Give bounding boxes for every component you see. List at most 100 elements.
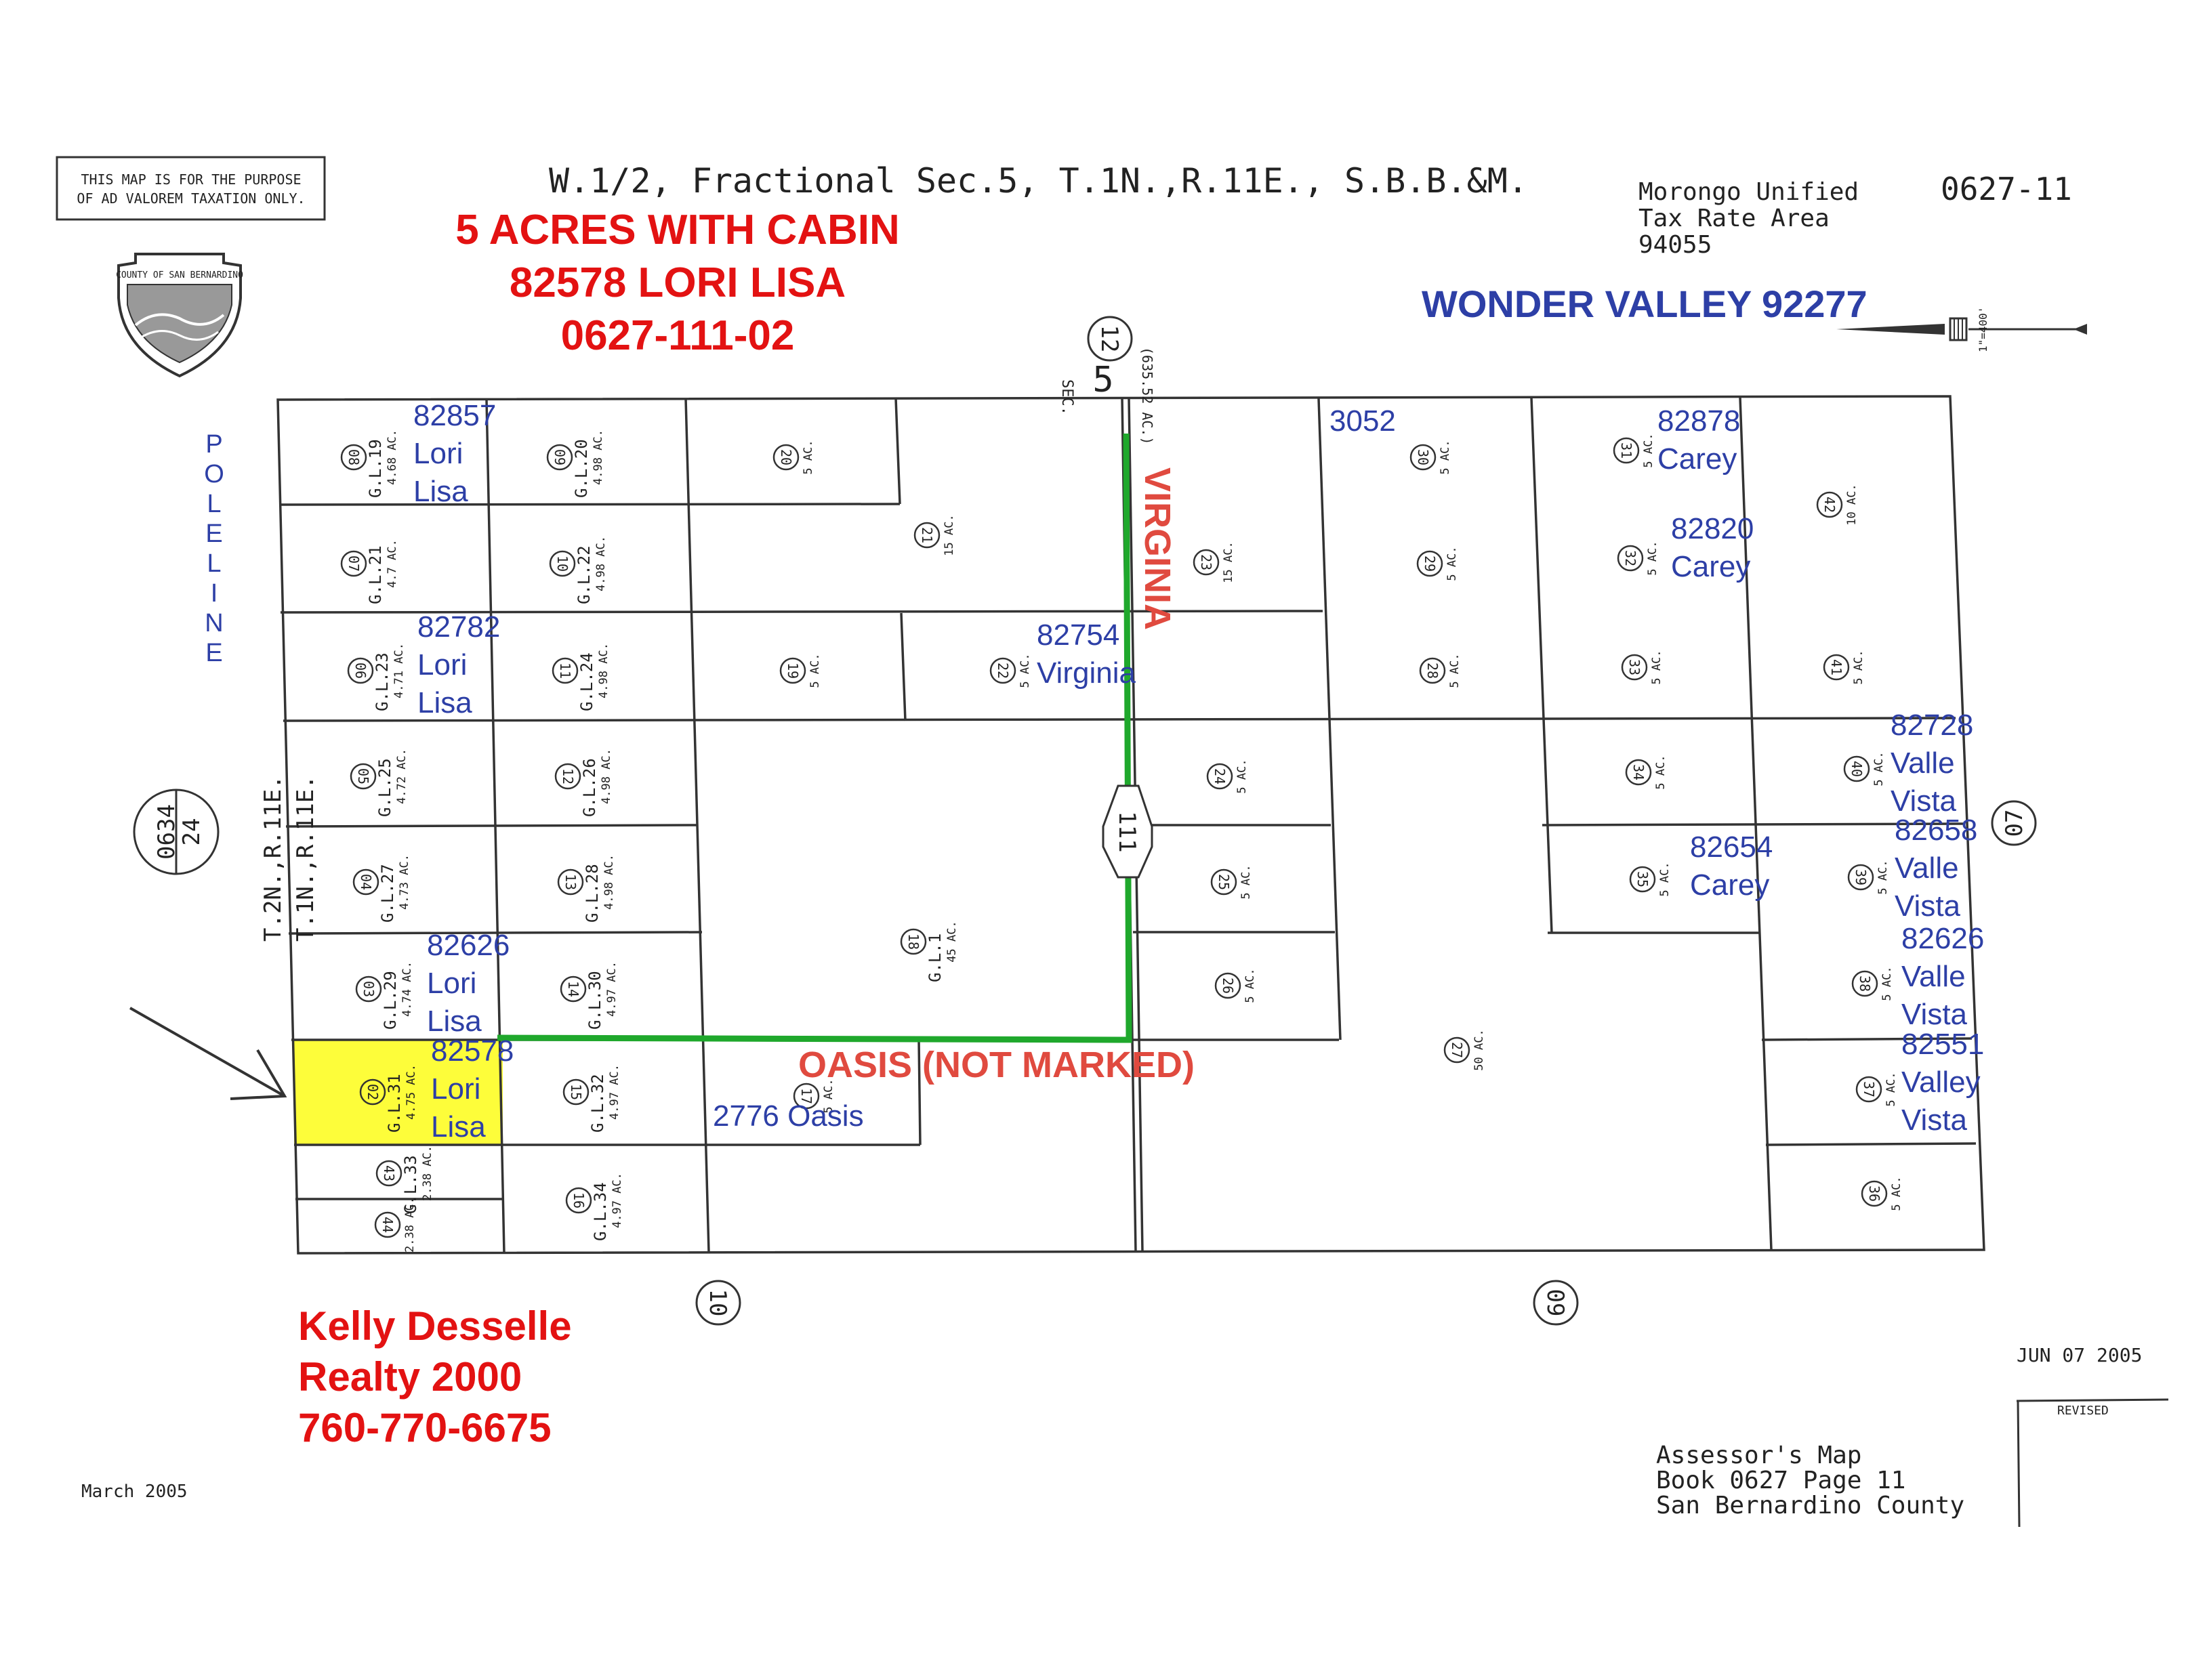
parcel-number-circle [1419, 657, 1446, 684]
parcel-acreage: 5 AC. [1646, 541, 1659, 575]
parcel-acreage: 45 AC. [945, 921, 959, 962]
parcel-number: 41 [1828, 659, 1844, 675]
highlighted-parcel[interactable] [294, 1040, 503, 1144]
parcel-number: 33 [1626, 659, 1643, 675]
parcel-number: 27 [1449, 1042, 1465, 1058]
parcel-number: 30 [1415, 449, 1431, 465]
listing-apn: 0627-111-02 [561, 312, 795, 359]
address-street: Valley [1901, 1066, 1981, 1099]
parcel-number-circle [1855, 1076, 1882, 1103]
parcel-number: 44 [379, 1217, 396, 1233]
parcel-gov-lot: G.L.31 [385, 1074, 404, 1133]
parcel-number: 21 [919, 527, 935, 543]
parcel-number: 13 [562, 874, 579, 890]
parcel-number-circle [1193, 549, 1220, 576]
poleline-letter: L [207, 490, 221, 518]
parcel-number-circle [1409, 444, 1437, 471]
parcel-number-circle [340, 550, 367, 577]
parcel-number-circle [1625, 759, 1652, 786]
parcel-acreage: 5 AC. [1654, 755, 1668, 789]
parcel-number-circle [1816, 491, 1843, 518]
parcel-number-circle [350, 763, 377, 790]
adjacent-map-right: 07 [1991, 800, 2037, 846]
parcel-acreage: 15 AC. [1222, 541, 1235, 583]
address-street: Valle [1891, 747, 1955, 780]
parcel-acreage: 4.98 AC. [597, 643, 611, 698]
poleline-letter: P [205, 430, 222, 459]
agent-company: Realty 2000 [298, 1354, 522, 1400]
parcel-number: 16 [571, 1192, 587, 1209]
parcel-gov-lot: G.L.1 [926, 933, 945, 982]
parcel-number: 03 [360, 981, 377, 997]
disclaimer-box: THIS MAP IS FOR THE PURPOSE OF AD VALORE… [56, 156, 326, 221]
parcel-number: 24 [1212, 768, 1228, 784]
address-street: Lisa [413, 475, 468, 508]
parcel-number-circle [1847, 864, 1874, 891]
address-street: Valle [1901, 960, 1966, 993]
map-book-number: 0627-11 [1941, 171, 2072, 207]
parcel-acreage: 4.72 AC. [395, 749, 409, 804]
parcel-marker[interactable]: 24 5 AC. [1206, 759, 1249, 794]
parcel-number-circle [340, 444, 367, 471]
address-street: Lisa [417, 686, 472, 719]
parcel-number: 06 [352, 663, 369, 679]
parcel-number: 15 [568, 1084, 584, 1100]
parcel-acreage: 4.98 AC. [592, 429, 605, 485]
poleline-letter: E [205, 639, 222, 667]
parcel-acreage: 4.98 AC. [594, 536, 608, 591]
parcel-acreage: 4.98 AC. [602, 854, 616, 910]
parcel-number-circle [1617, 545, 1644, 572]
address-number: 82551 [1901, 1028, 1984, 1061]
parcel-number: 35 [1634, 871, 1651, 887]
parcel-number: 04 [358, 874, 374, 890]
parcel-number-circle [1629, 866, 1656, 893]
parcel-acreage: 4.75 AC. [405, 1064, 418, 1120]
parcel-acreage: 5 AC. [1235, 759, 1249, 793]
parcel-number-circle [1851, 970, 1878, 997]
